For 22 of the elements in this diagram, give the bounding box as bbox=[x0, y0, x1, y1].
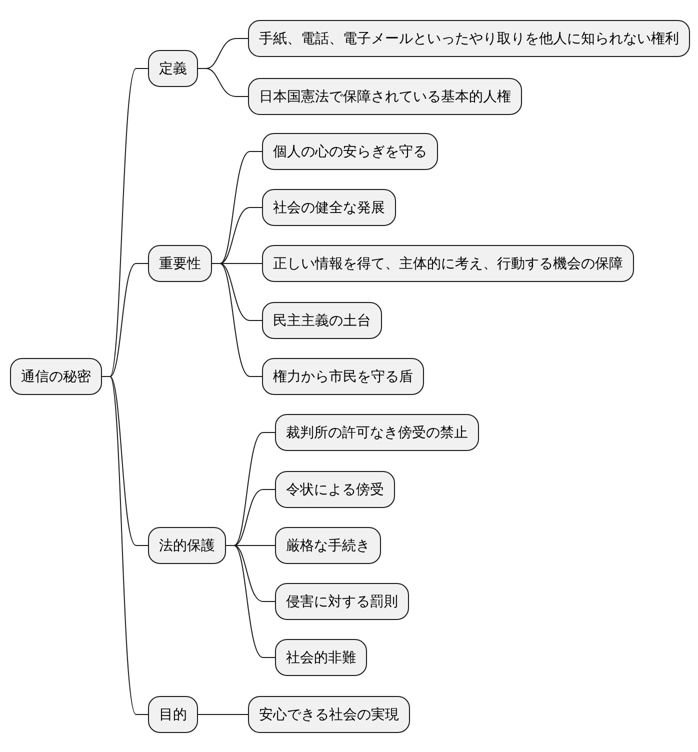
topic-box: 手紙、電話、電子メールといったやり取りを他人に知られない権利 bbox=[248, 20, 690, 57]
topic-box: 民主主義の土台 bbox=[262, 302, 382, 339]
topic-box: 侵害に対する罰則 bbox=[275, 583, 409, 620]
topic-box: 日本国憲法で保障されている基本的人権 bbox=[248, 78, 522, 115]
topic-box: 法的保護 bbox=[148, 527, 226, 564]
connector-line bbox=[198, 714, 248, 715]
topic-box: 個人の心の安らぎを守る bbox=[262, 133, 438, 170]
topic-box: 権力から市民を守る盾 bbox=[262, 358, 424, 395]
topic-box: 厳格な手続き bbox=[275, 527, 381, 564]
connector-line bbox=[198, 68, 248, 97]
topic-box: 令状による傍受 bbox=[275, 471, 395, 508]
topic-box: 正しい情報を得て、主体的に考え、行動する機会の保障 bbox=[262, 245, 634, 282]
topic-box: 安心できる社会の実現 bbox=[248, 696, 410, 733]
connector-line bbox=[226, 545, 276, 658]
root-topic-box: 通信の秘密 bbox=[10, 358, 102, 395]
topic-box: 定義 bbox=[148, 50, 198, 87]
topic-box: 社会の健全な発展 bbox=[262, 189, 396, 226]
topic-box: 重要性 bbox=[148, 245, 212, 282]
topic-box: 裁判所の許可なき傍受の禁止 bbox=[275, 414, 479, 451]
topic-box: 社会的非難 bbox=[275, 639, 367, 676]
connector-line bbox=[212, 263, 262, 377]
topic-box: 目的 bbox=[148, 696, 198, 733]
